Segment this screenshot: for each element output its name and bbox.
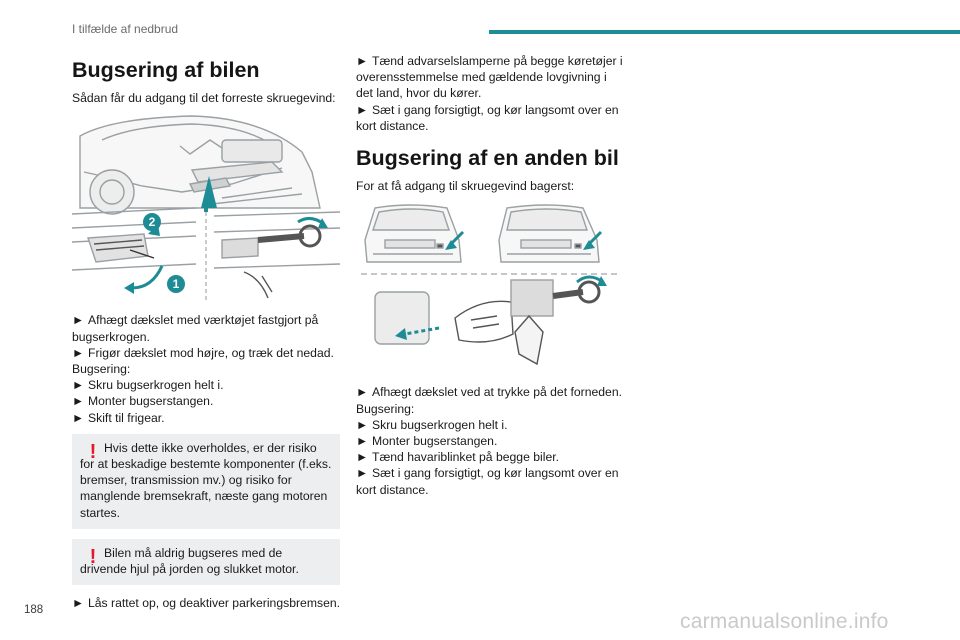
section-title: I tilfælde af nedbrud <box>72 22 179 36</box>
step-badge-1: 1 <box>167 275 185 294</box>
step-hazard-both: ►Tænd havariblinket på begge biler. <box>356 450 559 465</box>
car-front-illustration <box>79 115 321 215</box>
warning-icon: ! <box>89 545 97 568</box>
rear-tow-illustration <box>361 204 619 366</box>
watermark: carmanualsonline.info <box>680 610 889 633</box>
heading-towing-own-car: Bugsering af bilen <box>72 58 260 82</box>
tow-hook-detail <box>213 211 341 299</box>
step-drive-slowly-rear: ►Sæt i gang forsigtigt, og kør langsomt … <box>356 466 619 497</box>
step-release-cover: ►Frigør dækslet mod højre, og træk det n… <box>72 345 334 360</box>
step-drive-slowly: ►Sæt i gang forsigtigt, og kør langsomt … <box>356 102 619 133</box>
heading-towing-other-car: Bugsering af en anden bil <box>356 146 619 171</box>
middle-column: ►Tænd advarselslamperne på begge køretøj… <box>356 53 626 498</box>
step-unhook-rear-cover: ►Afhægt dækslet ved at trykke på det for… <box>356 385 622 400</box>
step-hazard-lights: ►Tænd advarselslamperne på begge køretøj… <box>356 54 623 101</box>
warning-box-wheels: ! Bilen må aldrig bugseres med de driven… <box>72 538 340 586</box>
towing-label-rear: Bugsering: <box>356 401 415 416</box>
svg-text:2: 2 <box>149 215 156 229</box>
pointer-arrow-icon <box>201 176 217 209</box>
step-screw-hook: ►Skru bugserkrogen helt i. <box>72 378 224 393</box>
towing-label: Bugsering: <box>72 362 131 377</box>
warning-text-wheels: Bilen må aldrig bugseres med de drivende… <box>80 545 299 577</box>
step-unhook-cover: ►Afhægt dækslet med værktøjet fastgjort … <box>72 313 319 344</box>
intro-front: Sådan får du adgang til det forreste skr… <box>72 91 336 105</box>
car-rear-illustration <box>364 204 600 263</box>
svg-text:1: 1 <box>173 277 180 291</box>
step-screw-hook-rear: ►Skru bugserkrogen helt i. <box>356 417 508 432</box>
step-neutral: ►Skift til frigear. <box>72 410 165 425</box>
step-badge-2: 2 <box>143 213 161 232</box>
step-mount-bar-rear: ►Monter bugserstangen. <box>356 434 498 449</box>
page-number: 188 <box>24 604 44 616</box>
intro-rear: For at få adgang til skruegevind bagerst… <box>356 179 575 194</box>
front-tow-illustration: 2 1 <box>71 115 341 301</box>
tow-hook-rear-detail <box>510 279 601 366</box>
warning-box-damage: ! Hvis dette ikke overholdes, er der ris… <box>72 433 340 529</box>
step-unlock-steering: ►Lås rattet op, og deaktiver parkeringsb… <box>72 596 341 611</box>
left-column: Bugsering af bilen Sådan får du adgang t… <box>71 58 341 611</box>
step-mount-bar: ►Monter bugserstangen. <box>72 394 214 409</box>
warning-text-damage: Hvis dette ikke overholdes, er der risik… <box>80 440 332 520</box>
warning-icon: ! <box>89 440 97 463</box>
bumper-detail-left <box>71 207 197 271</box>
header-accent-bar <box>489 30 960 34</box>
